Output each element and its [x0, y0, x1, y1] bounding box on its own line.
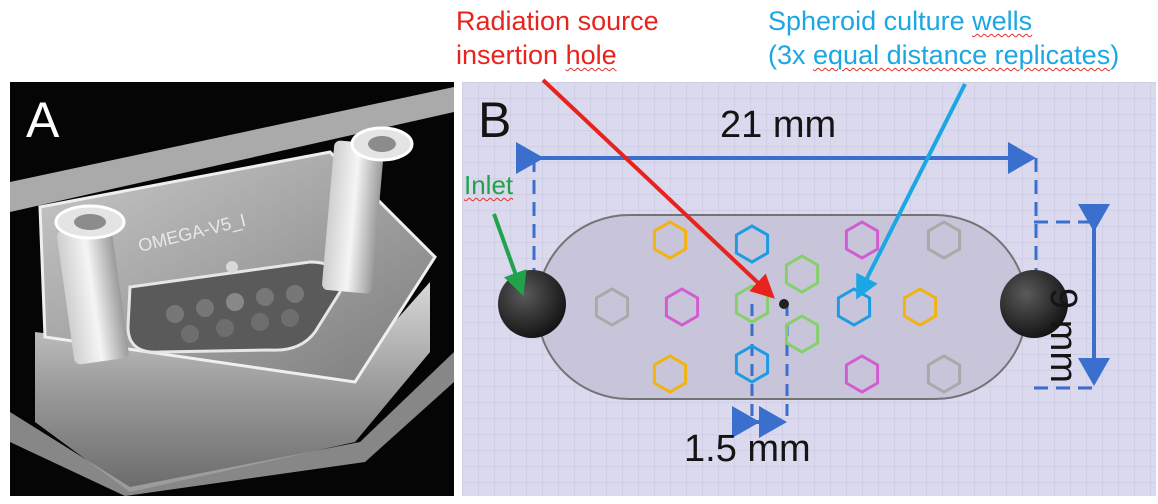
- well-hexagon: [784, 254, 820, 294]
- panel-b-letter: B: [478, 92, 512, 148]
- well-hexagon: [784, 314, 820, 354]
- spheroid-wells-label-line2: (3x equal distance replicates): [768, 40, 1120, 70]
- well-hexagon: [734, 344, 770, 384]
- width-label: 21 mm: [720, 104, 837, 146]
- schematic-panel: B 21 mm 9 mm 1.5 mm Inlet: [462, 82, 1156, 496]
- panel-a-letter: A: [26, 92, 60, 148]
- inlet-label: Inlet: [464, 170, 514, 200]
- well-hexagon: [594, 287, 630, 327]
- pdms-slab-side: [35, 282, 430, 492]
- inlet-port: [498, 270, 566, 338]
- radiation-source-label-line2: insertion hole: [456, 40, 617, 70]
- glass-slide: [10, 352, 454, 496]
- well-hexagon: [902, 287, 938, 327]
- well-hexagon: [844, 354, 880, 394]
- spheroid-wells-label-line1: Spheroid culture wells: [768, 6, 1033, 36]
- outlet-tube: [322, 140, 384, 294]
- radiation-source-label: Radiation source insertion hole: [456, 4, 659, 72]
- outlet-port: [1000, 270, 1068, 338]
- height-label: 9 mm: [1042, 288, 1084, 383]
- well-hexagon: [652, 354, 688, 394]
- radiation-hole: [779, 299, 789, 309]
- glass-rod: [10, 87, 454, 212]
- inlet-tube: [56, 224, 129, 365]
- radiation-source-label-line1: Radiation source: [456, 6, 659, 36]
- well-hexagon: [664, 287, 700, 327]
- well-hexagon: [926, 354, 962, 394]
- device-photo: OMEGA-V5_I: [10, 87, 454, 496]
- spheroid-wells-label: Spheroid culture wells (3x equal distanc…: [768, 4, 1119, 72]
- spacing-label: 1.5 mm: [684, 428, 811, 470]
- device-photo-panel: OMEGA-V5_I A: [10, 82, 454, 496]
